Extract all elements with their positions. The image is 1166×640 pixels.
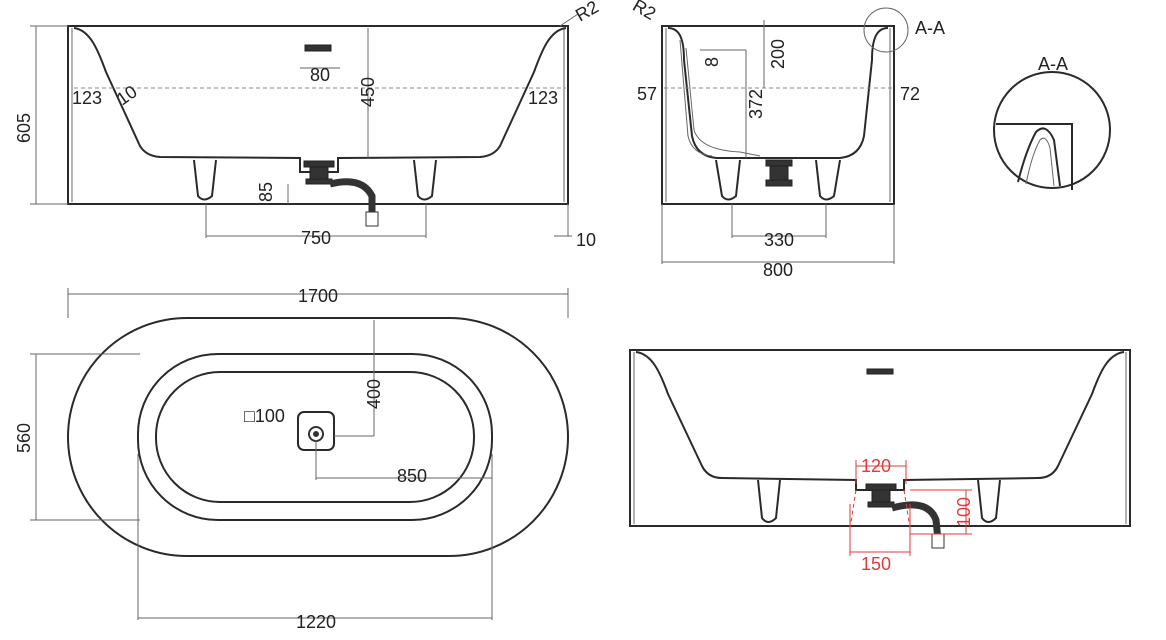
dim-120: 120 [861, 456, 891, 476]
drain-skirt-outline [629, 349, 1131, 527]
dim-123-left: 123 [72, 88, 102, 108]
top-basin-inner [155, 371, 475, 503]
dim-72: 72 [900, 84, 920, 104]
detail-a-a: A-A [993, 54, 1111, 190]
dim-560: 560 [14, 423, 34, 453]
dim-850: 850 [397, 466, 427, 486]
dim-10-wall: 10 [113, 81, 141, 109]
top-rim-outline [67, 317, 569, 557]
top-basin-outer [137, 353, 493, 521]
drain-foot-left [757, 479, 781, 523]
drain-waste-icon [303, 160, 379, 227]
detail-title: A-A [1038, 54, 1068, 74]
side-drain-icon [765, 159, 793, 187]
dim-100-square: □100 [244, 406, 285, 426]
drain-foot-right [977, 479, 1001, 523]
front-view: R2 605 123 10 80 450 123 85 750 10 [14, 0, 602, 250]
dim-330: 330 [764, 230, 794, 250]
dim-r2-front: R2 [572, 0, 602, 25]
dim-80: 80 [310, 65, 330, 85]
dim-57: 57 [637, 84, 657, 104]
side-foot-left [715, 159, 741, 201]
dim-450: 450 [358, 77, 378, 107]
overflow-icon [304, 44, 332, 52]
section-marker-circle [863, 7, 909, 53]
dim-1700: 1700 [298, 286, 338, 306]
dim-200: 200 [768, 39, 788, 69]
side-foot-right [815, 159, 841, 201]
dim-r2-side: R2 [629, 0, 659, 24]
section-marker-label: A-A [915, 18, 945, 38]
dim-150: 150 [861, 554, 891, 574]
drain-view: 120 100 150 [629, 349, 1131, 574]
side-skirt-outline [661, 25, 895, 205]
front-foot-right [413, 159, 437, 201]
front-skirt-outline [67, 25, 569, 205]
top-view: 1700 560 400 □100 850 1220 [14, 286, 569, 632]
dim-123-right: 123 [528, 88, 558, 108]
dim-85: 85 [256, 182, 276, 202]
dim-1220: 1220 [296, 612, 336, 632]
dim-372: 372 [746, 89, 766, 119]
drain-assembly-icon [865, 483, 945, 549]
dim-10-base: 10 [576, 230, 596, 250]
dim-605: 605 [14, 113, 34, 143]
dim-400: 400 [364, 379, 384, 409]
dim-8: 8 [702, 57, 722, 67]
side-view: A-A R2 8 200 57 372 72 330 800 [629, 0, 945, 280]
drain-overflow-icon [866, 368, 894, 375]
dim-800: 800 [763, 260, 793, 280]
dim-750: 750 [301, 228, 331, 248]
detail-circle [993, 71, 1111, 189]
front-foot-left [193, 159, 217, 201]
dim-100-drain: 100 [954, 497, 974, 527]
